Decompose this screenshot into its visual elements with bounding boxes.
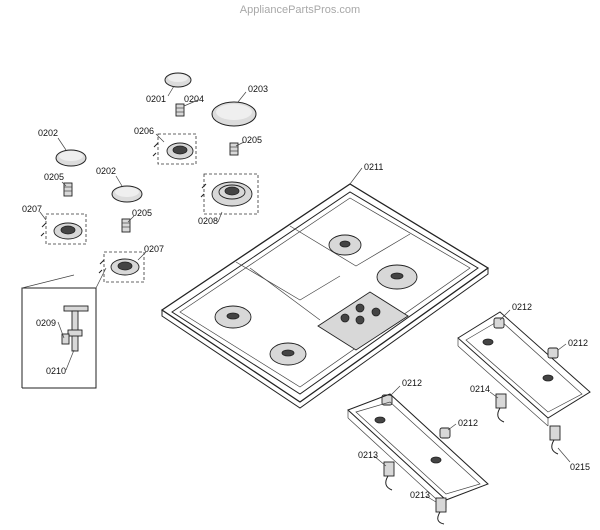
label-0212-a: 0212 xyxy=(512,302,532,312)
leader-lines xyxy=(39,85,571,503)
injector-0205-c xyxy=(121,218,131,233)
burner-head-0207-mid xyxy=(98,251,145,283)
burner-cap-0202-mid xyxy=(111,185,143,203)
injector-0204 xyxy=(175,103,185,117)
manifold-bracket-right xyxy=(457,311,591,427)
fitting-0212-b xyxy=(547,347,559,359)
label-0213-b: 0213 xyxy=(410,490,430,500)
label-0211: 0211 xyxy=(364,162,383,172)
label-0208: 0208 xyxy=(198,216,218,226)
label-0204: 0204 xyxy=(184,94,204,104)
label-0206: 0206 xyxy=(134,126,154,136)
label-0205-mid: 0205 xyxy=(132,208,152,218)
label-0212-b: 0212 xyxy=(568,338,588,348)
label-0212-d: 0212 xyxy=(458,418,478,428)
label-0207-left: 0207 xyxy=(22,204,42,214)
burner-head-0207-left xyxy=(40,213,87,245)
injector-0205-a xyxy=(229,142,239,156)
label-0207-mid: 0207 xyxy=(144,244,164,254)
valve-0214 xyxy=(495,393,507,423)
burner-cap-0201 xyxy=(164,72,192,88)
label-0215: 0215 xyxy=(570,462,590,472)
burner-cap-0202-left xyxy=(55,149,87,167)
label-0205-right: 0205 xyxy=(242,135,262,145)
valve-0213-a xyxy=(383,461,395,491)
burner-head-0206 xyxy=(152,133,197,165)
burner-head-0208 xyxy=(200,173,259,215)
label-0214: 0214 xyxy=(470,384,490,394)
label-0209: 0209 xyxy=(36,318,56,328)
valve-0213-b xyxy=(435,497,447,525)
burner-cap-0203 xyxy=(211,101,257,127)
label-0201: 0201 xyxy=(146,94,166,104)
label-0202-left: 0202 xyxy=(38,128,58,138)
valve-0215 xyxy=(549,425,561,455)
label-0205-left: 0205 xyxy=(44,172,64,182)
fitting-0212-d xyxy=(439,427,451,439)
label-0212-c: 0212 xyxy=(402,378,422,388)
manifold-bracket-lower xyxy=(347,393,489,509)
label-0203: 0203 xyxy=(248,84,268,94)
fitting-0212-a xyxy=(493,317,505,329)
label-0210: 0210 xyxy=(46,366,66,376)
label-0213-a: 0213 xyxy=(358,450,378,460)
cooktop-base-0211 xyxy=(160,183,490,409)
injector-0205-b xyxy=(63,182,73,197)
electrode-assembly xyxy=(21,267,107,389)
label-0202-mid: 0202 xyxy=(96,166,116,176)
watermark: AppliancePartsPros.com xyxy=(239,4,361,16)
